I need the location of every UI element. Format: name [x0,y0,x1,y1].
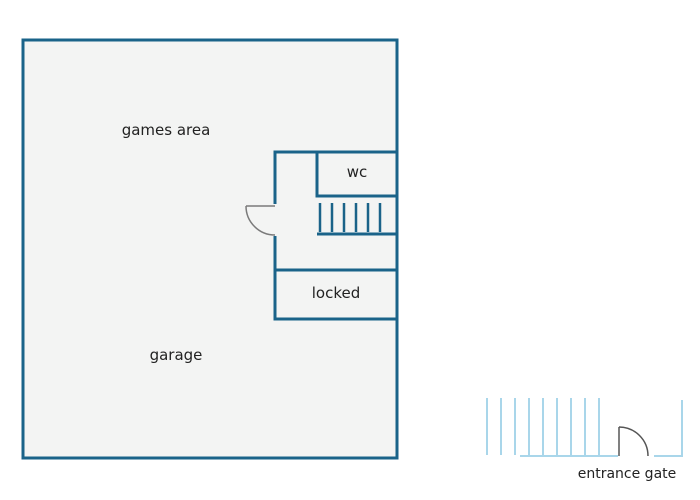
fence-rail [520,400,683,457]
door-swing-arc-icon [245,205,276,236]
garage-label: garage [150,346,203,364]
gate-door [618,426,649,457]
inner-core [245,150,397,321]
locked-label: locked [312,284,361,302]
core-door [245,205,276,236]
core-outline-wall-lower [273,236,397,321]
wc-room-wall [315,152,397,198]
wc-label: wc [347,163,368,181]
entrance-gate [486,398,683,457]
fence-posts [486,398,600,455]
games-area-label: games area [122,121,211,139]
entrance-gate-label: entrance gate [578,466,677,482]
building-outline [21,38,399,460]
stairs [318,203,382,232]
gate-swing-arc-icon [618,426,649,457]
core-outline-wall [273,150,397,204]
